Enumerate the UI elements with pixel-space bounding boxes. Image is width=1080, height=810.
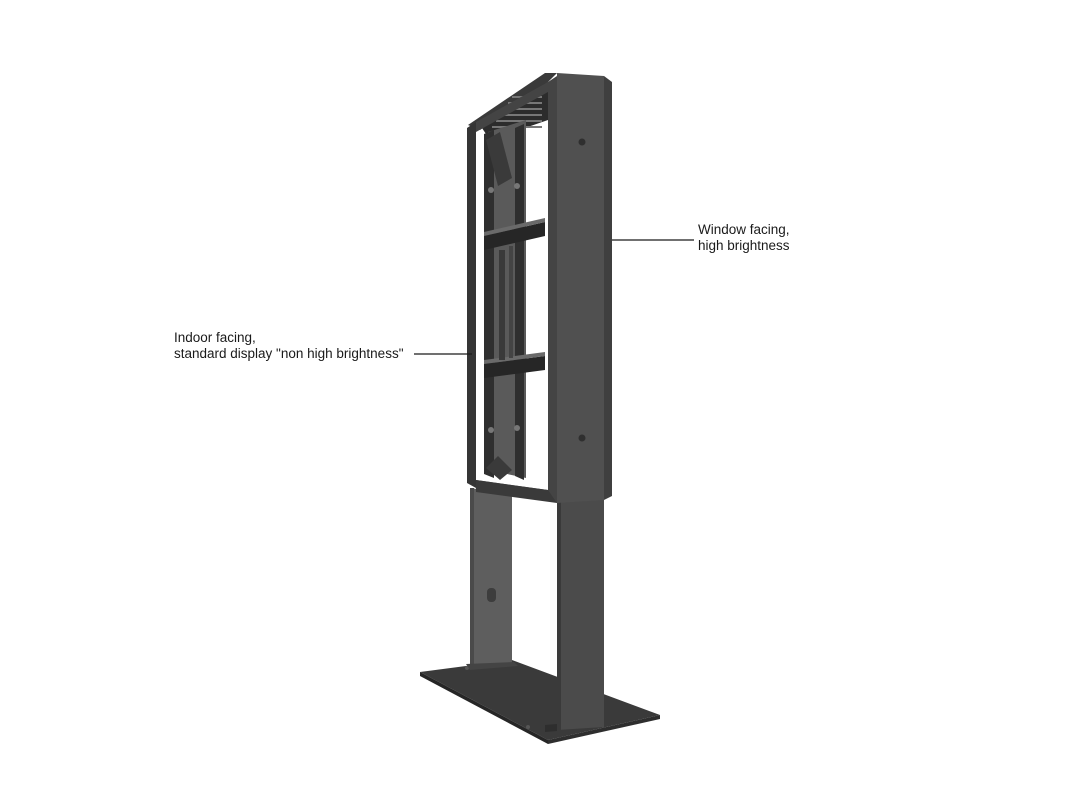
indoor-facing-frame [467, 76, 557, 503]
indoor-facing-callout-line2: standard display "non high brightness" [174, 346, 404, 361]
mounting-rails [484, 124, 524, 480]
indoor-facing-callout: Indoor facing, standard display "non hig… [174, 330, 403, 362]
front-post [545, 496, 604, 732]
window-facing-callout-line2: high brightness [698, 238, 790, 253]
window-facing-callout-line1: Window facing, [698, 222, 790, 237]
indoor-facing-callout-line1: Indoor facing, [174, 330, 256, 345]
window-facing-callout: Window facing, high brightness [698, 222, 790, 254]
rear-post [466, 488, 518, 670]
window-facing-panel [557, 73, 612, 503]
cross-braces [484, 218, 545, 378]
base-plate [420, 660, 660, 744]
cable-port-icon [487, 588, 496, 602]
